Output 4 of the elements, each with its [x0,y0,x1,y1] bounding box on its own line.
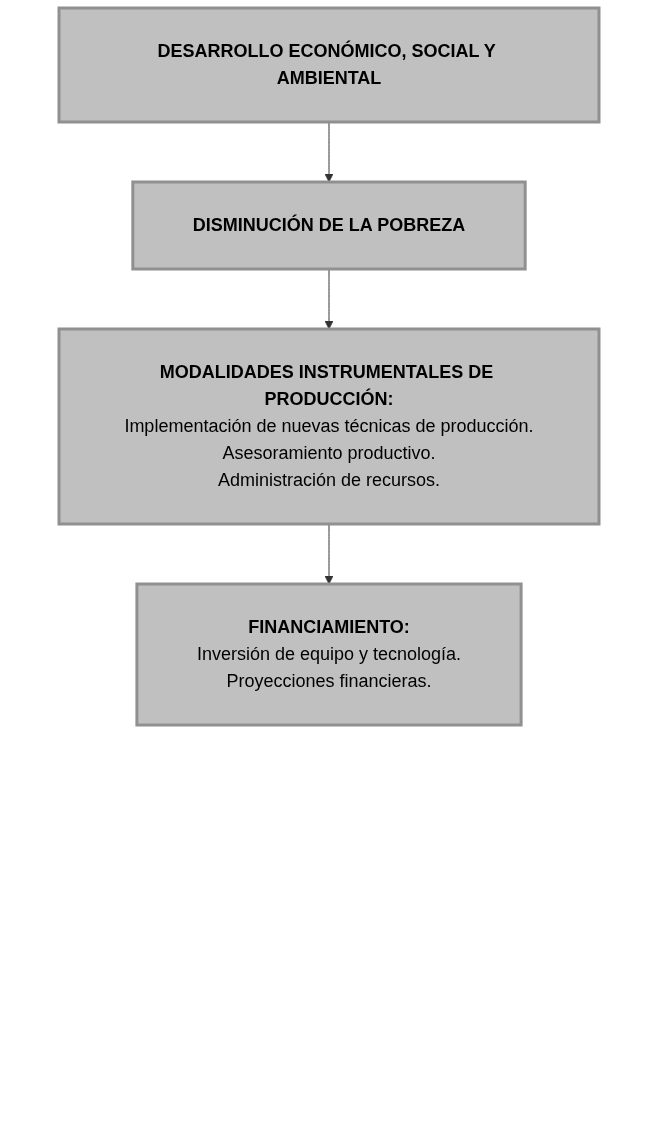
node-box: MODALIDADES INSTRUMENTALES DE PRODUCCIÓN: Implementación de nuevas técnicas de producción. Asesoramiento productivo. Administración de recursos. [57,327,601,526]
node-box: DISMINUCIÓN DE LA POBREZA [131,180,527,271]
node-box: FINANCIAMIENTO: Inversión de equipo y tecnología. Proyecciones financieras. [135,582,523,727]
node-box: DESARROLLO ECONÓMICO, SOCIAL Y AMBIENTAL [57,6,601,124]
